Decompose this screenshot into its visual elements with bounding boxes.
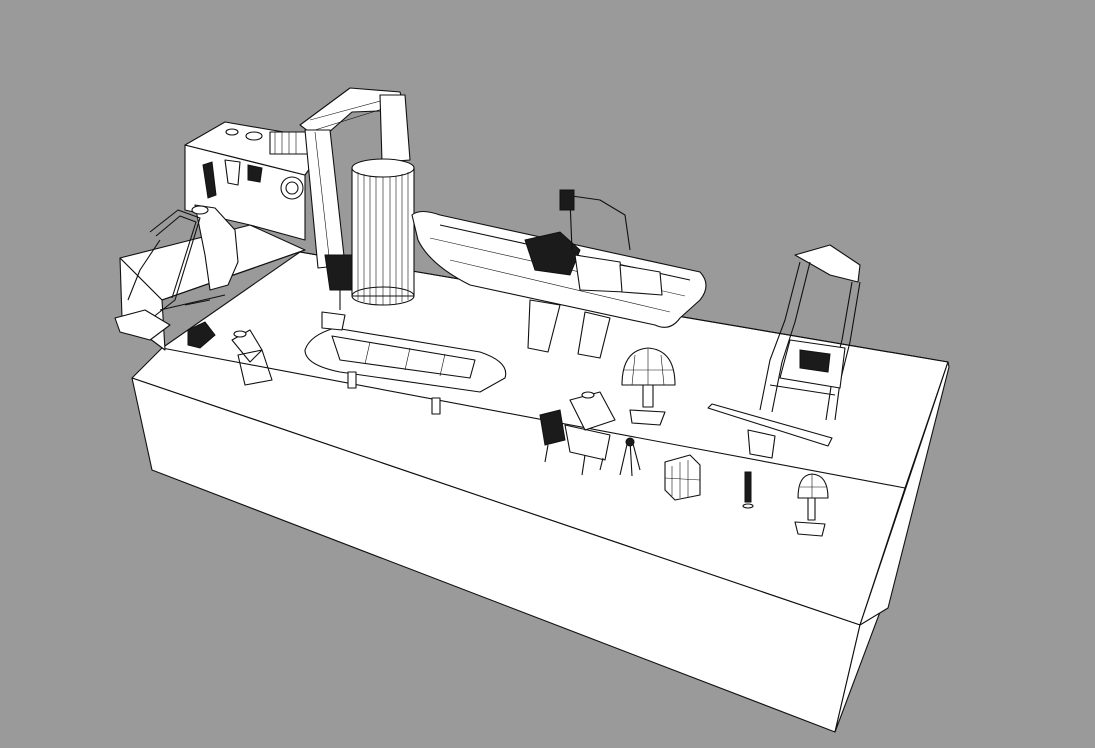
post-shaft — [744, 471, 752, 503]
rhib-keel-line — [449, 259, 671, 313]
deck-rail-beam[interactable] — [707, 403, 833, 459]
davit-brace-2 — [184, 299, 211, 306]
equipment-cage[interactable] — [664, 454, 701, 501]
crane-pedestal — [351, 158, 415, 306]
radome-mast — [642, 384, 654, 408]
launch-frame[interactable] — [759, 244, 861, 421]
crane-post — [379, 94, 411, 163]
post-base — [742, 503, 754, 509]
antenna-mast — [807, 497, 816, 521]
dinghy-outboard — [321, 311, 346, 331]
frame-left-leg-inner — [771, 261, 811, 413]
frame-right-leg-inner — [834, 281, 861, 421]
fitting-disc-1 — [225, 128, 239, 136]
dinghy-thwart-3 — [439, 353, 446, 377]
cage-body — [664, 454, 701, 501]
dinghy-thwart-1 — [364, 341, 371, 365]
crane-hook-block — [324, 254, 356, 291]
rhib-seat — [619, 264, 663, 296]
lifebuoy-ring-inner — [285, 181, 299, 195]
dinghy-chock-1 — [347, 371, 357, 389]
housing-fittings[interactable] — [202, 128, 309, 200]
frame-winch — [799, 349, 831, 373]
davit-brace — [159, 294, 226, 311]
dinghy-floor — [331, 335, 476, 379]
inflatable-dinghy[interactable] — [304, 311, 507, 415]
rhib-davit-head — [559, 189, 575, 211]
machinery-leg-3 — [599, 457, 604, 471]
deck-crane[interactable] — [299, 87, 415, 310]
pedestal-ribs — [357, 172, 409, 305]
machinery-leg-2 — [581, 454, 586, 476]
tripod-head — [625, 437, 635, 447]
fitting-bracket-3 — [247, 164, 263, 183]
machinery-cap — [581, 391, 595, 399]
rail-support — [747, 429, 776, 459]
rhib-cradle-1 — [527, 299, 561, 353]
davit-base — [114, 309, 171, 341]
fitting-disc-2 — [245, 131, 263, 141]
davit-strut — [127, 239, 161, 301]
dinghy-thwart-2 — [404, 347, 411, 371]
small-antenna-dome[interactable] — [794, 473, 829, 537]
machinery-leg-1 — [544, 444, 549, 463]
fairlead-cap — [233, 330, 247, 338]
frame-left-leg — [759, 261, 801, 411]
davit-arm — [149, 209, 201, 319]
fitting-bracket-2 — [224, 159, 241, 186]
radome-base — [629, 409, 666, 426]
radome-dome — [621, 347, 676, 386]
bollard-cluster — [187, 321, 216, 349]
frame-crossbar — [769, 384, 836, 396]
raised-block-edge — [161, 249, 306, 301]
davit-sheave — [191, 205, 209, 215]
jib-line — [314, 131, 331, 266]
deck-crease — [161, 347, 906, 489]
rhib-davit-frame — [564, 194, 631, 251]
radome[interactable] — [621, 347, 676, 426]
pedestal-top — [351, 158, 415, 178]
antenna-base — [794, 521, 826, 537]
end-face-fill — [859, 361, 950, 626]
tripod-mount[interactable] — [619, 437, 641, 477]
cage-bar-4 — [664, 477, 701, 481]
rhib-cradle-2 — [577, 311, 611, 359]
rail-beam — [707, 403, 833, 447]
tripod-leg-1 — [619, 439, 629, 476]
rhib-engine-block — [524, 231, 581, 276]
rigid-hull-boat[interactable] — [411, 189, 707, 359]
machinery-gearbox — [564, 424, 611, 461]
winch-machinery[interactable] — [539, 391, 616, 476]
davit-arm-inner — [155, 215, 197, 299]
machinery-motor — [539, 409, 566, 446]
deck-post[interactable] — [742, 471, 754, 509]
left-deck-equipment[interactable] — [187, 321, 273, 386]
davit-cowl — [194, 204, 239, 291]
deck-platform — [119, 121, 950, 733]
fairlead-base — [237, 349, 273, 386]
fitting-bracket-1 — [202, 161, 217, 199]
dinghy-chock-2 — [431, 397, 441, 415]
frame-top-beam — [794, 244, 861, 283]
launch-davit[interactable] — [114, 204, 239, 341]
crane-jib — [304, 129, 346, 269]
